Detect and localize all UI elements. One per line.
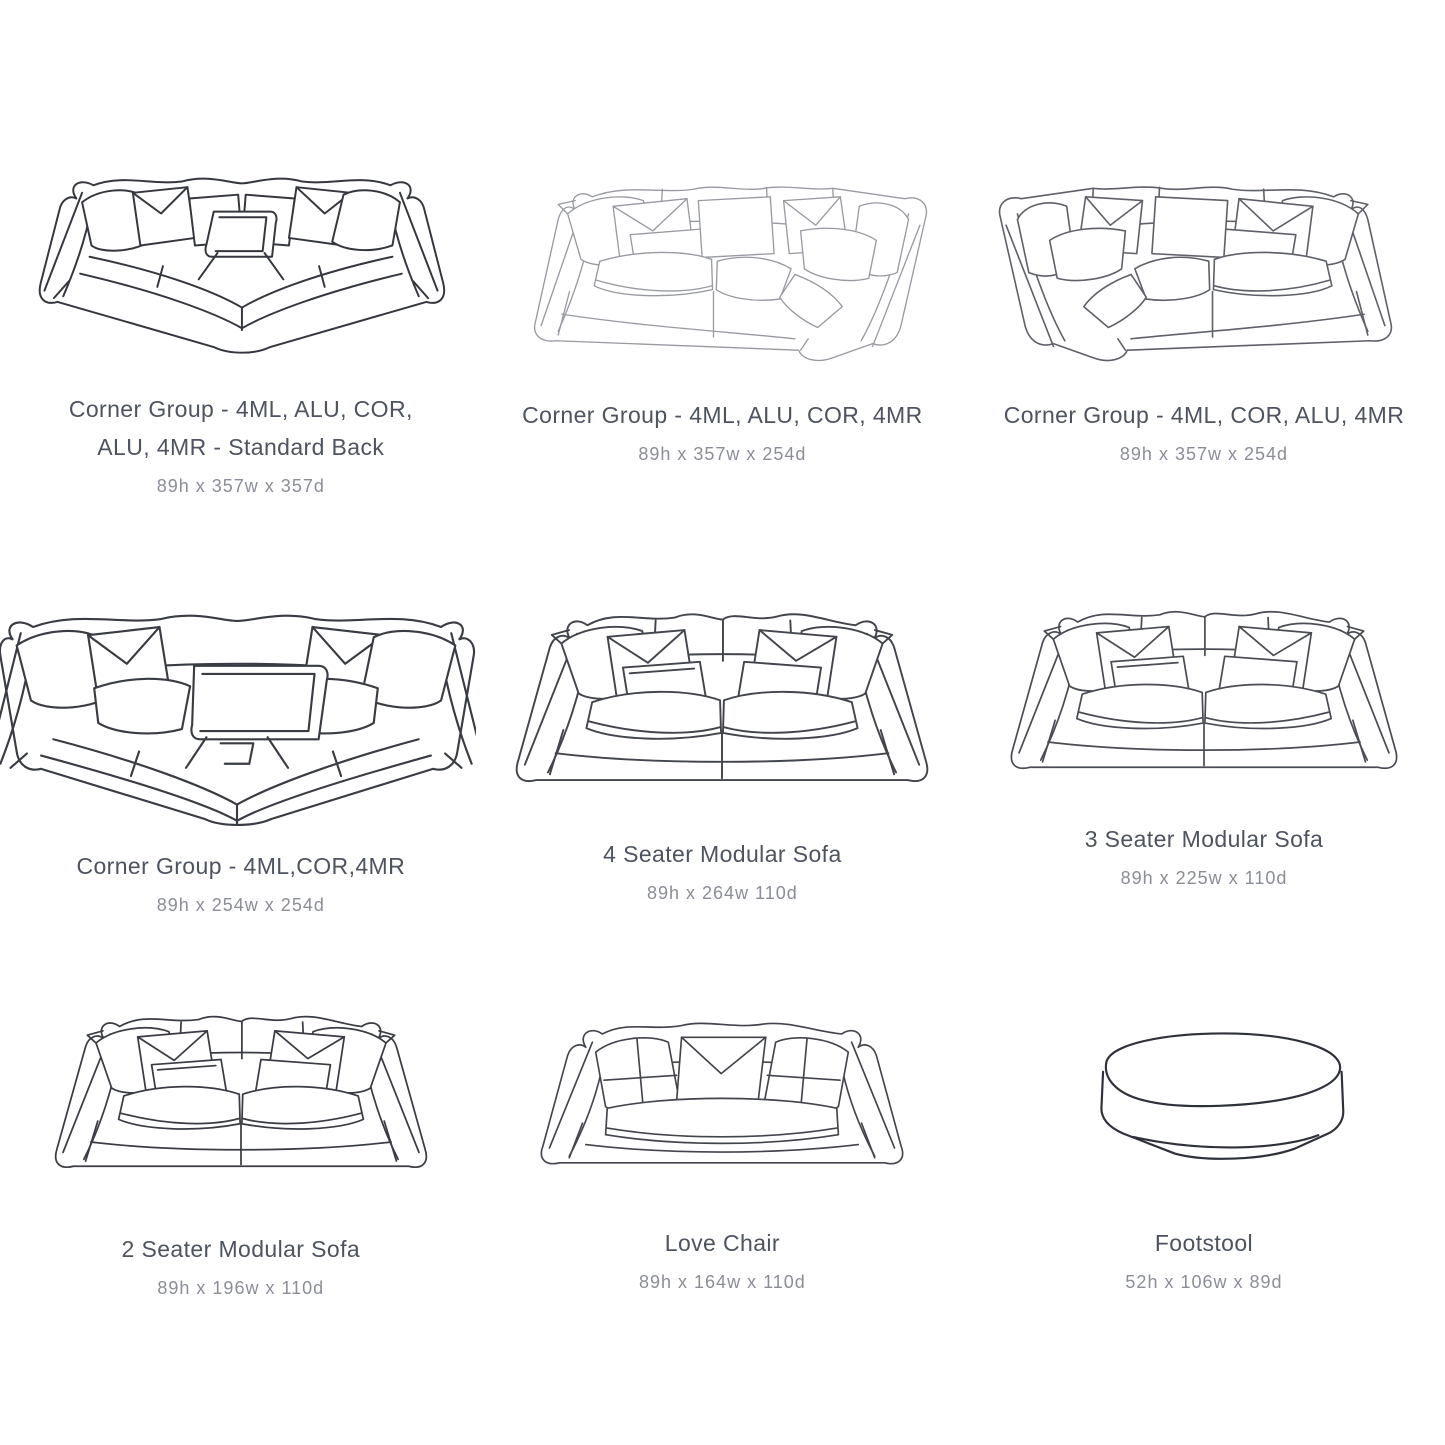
- corner-group-left-corner-sketch-icon: [980, 140, 1428, 372]
- product-dimensions: 89h x 357w x 254d: [1119, 444, 1289, 464]
- footstool-sketch-icon: [1008, 974, 1400, 1198]
- product-caption: Corner Group - 4ML, COR, ALU, 4MR 89h x …: [1004, 396, 1404, 466]
- product-caption: Footstool 52h x 106w x 89d: [1125, 1224, 1282, 1294]
- product-caption: 4 Seater Modular Sofa 89h x 264w 110d: [603, 835, 842, 905]
- product-caption: 3 Seater Modular Sofa 89h x 225w x 110d: [1085, 820, 1324, 890]
- corner-group-small-sketch-icon: [0, 574, 476, 827]
- product-caption: Corner Group - 4ML, ALU, COR, 4MR 89h x …: [522, 396, 922, 466]
- product-grid: Corner Group - 4ML, ALU, COR, ALU, 4MR -…: [0, 16, 1405, 1300]
- product-card: Footstool 52h x 106w x 89d: [1003, 936, 1405, 1300]
- product-title: Love Chair: [664, 1230, 780, 1256]
- two-seater-sofa-sketch-icon: [37, 974, 445, 1204]
- product-dimensions: 52h x 106w x 89d: [1125, 1272, 1283, 1292]
- corner-group-right-corner-sketch-icon: [498, 140, 946, 372]
- product-card: 3 Seater Modular Sofa 89h x 225w x 110d: [1003, 528, 1405, 904]
- corner-group-wide-sketch-icon: [20, 140, 462, 366]
- product-card: Corner Group - 4ML, ALU, COR, 4MR 89h x …: [522, 16, 928, 496]
- product-dimensions: 89h x 196w x 110d: [157, 1278, 325, 1298]
- product-dimensions: 89h x 357w x 254d: [638, 444, 807, 464]
- product-card: 2 Seater Modular Sofa 89h x 196w x 110d: [40, 936, 442, 1300]
- product-dimensions: 89h x 254w x 254d: [156, 895, 325, 915]
- product-dimensions: 89h x 164w x 110d: [639, 1272, 806, 1292]
- product-title: 3 Seater Modular Sofa: [1084, 826, 1324, 852]
- love-chair-sketch-icon: [528, 974, 916, 1198]
- product-title: 2 Seater Modular Sofa: [121, 1236, 361, 1262]
- product-caption: Love Chair 89h x 164w x 110d: [639, 1224, 806, 1294]
- product-card: Corner Group - 4ML, ALU, COR, ALU, 4MR -…: [39, 16, 445, 498]
- product-card: Corner Group - 4ML,COR,4MR 89h x 254w x …: [0, 528, 476, 915]
- product-caption: Corner Group - 4ML,COR,4MR 89h x 254w x …: [76, 847, 405, 917]
- product-dimensions: 89h x 225w x 110d: [1120, 868, 1288, 888]
- product-title: 4 Seater Modular Sofa: [603, 841, 842, 867]
- product-title: Corner Group - 4ML,COR,4MR: [76, 853, 406, 879]
- product-card: Corner Group - 4ML, COR, ALU, 4MR 89h x …: [999, 16, 1405, 496]
- product-card: 4 Seater Modular Sofa 89h x 264w 110d: [516, 528, 929, 905]
- four-seater-sofa-sketch-icon: [496, 574, 948, 815]
- product-dimensions: 89h x 357w x 357d: [156, 476, 325, 496]
- product-title: Corner Group - 4ML, COR, ALU, 4MR: [1003, 402, 1405, 428]
- product-title: Corner Group - 4ML, ALU, COR, ALU, 4MR -…: [68, 396, 413, 460]
- product-title: Corner Group - 4ML, ALU, COR, 4MR: [522, 402, 923, 428]
- product-caption: Corner Group - 4ML, ALU, COR, ALU, 4MR -…: [40, 390, 442, 498]
- product-caption: 2 Seater Modular Sofa 89h x 196w x 110d: [122, 1230, 361, 1300]
- product-card: Love Chair 89h x 164w x 110d: [522, 936, 924, 1300]
- product-dimensions: 89h x 264w 110d: [646, 883, 798, 903]
- three-seater-sofa-sketch-icon: [992, 574, 1416, 800]
- product-title: Footstool: [1154, 1230, 1254, 1256]
